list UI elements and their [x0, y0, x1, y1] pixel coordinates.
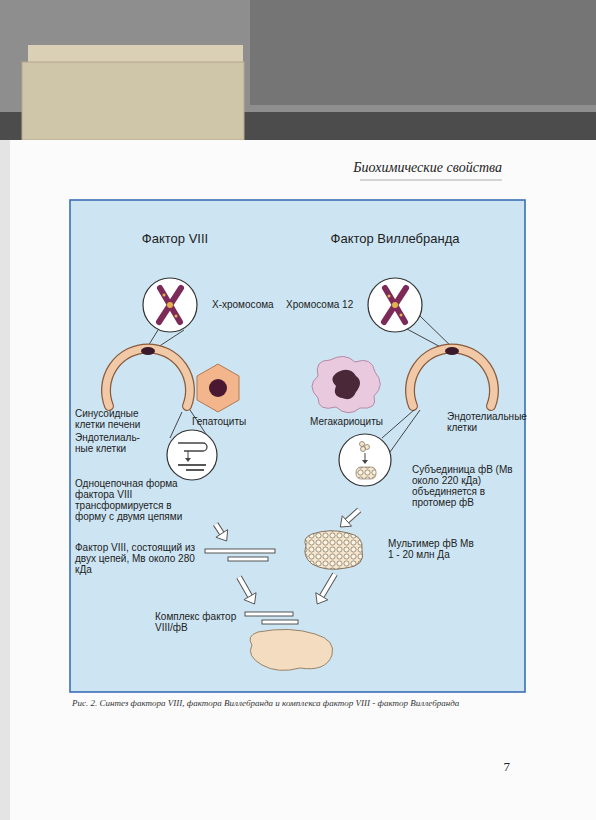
cell-label: Эндотелиальные клетки [447, 411, 524, 433]
arrow-shaft [239, 577, 250, 596]
process-note: Субъединица фВ (Мв около 220 кДа) объеди… [337, 432, 522, 508]
node-text: Одноцепочная форма фактора VIII трансфор… [75, 478, 193, 522]
chromosome-label: X-хромосома [212, 299, 292, 310]
hollow-arrow [316, 574, 335, 604]
cell-label: Синусоидные клетки печени [75, 408, 149, 430]
page-number: 7 [480, 760, 510, 775]
cell-label-box: Эндотелиальные клетки [447, 411, 524, 433]
hollow-arrow [239, 577, 256, 604]
scan-background [0, 0, 596, 145]
arrow-shaft [322, 574, 335, 596]
node-text: Мультимер фВ Мв 1 - 20 млн Да [388, 538, 474, 560]
arrow-shaft [216, 524, 222, 533]
arrow-shaft [239, 577, 250, 596]
arrow-head [316, 593, 328, 604]
cell-label-box: Синусоидные клетки печени [75, 408, 149, 430]
column-title-box: Фактор VIII [115, 232, 235, 247]
chromosome-label-box: X-хромосома [212, 299, 292, 310]
cell-label-box: Эндотелиаль- ные клетки [75, 432, 147, 454]
column-title: Фактор Виллебранда [310, 232, 480, 247]
hollow-arrow [340, 510, 359, 527]
factor-viii-two-chains [205, 549, 275, 561]
figure-caption-box: Рис. 2. Синтез фактора VIII, фактора Вил… [72, 698, 527, 708]
arrow-shaft [347, 510, 359, 521]
magnifier-vwf [339, 434, 391, 486]
node-text: Комплекс фактор VIII/фВ [155, 611, 240, 633]
cell-label: Мегакариоциты [310, 416, 400, 427]
running-header: Биохимические свойства [340, 160, 502, 176]
hepatocyte [197, 364, 239, 412]
chromosome-label-box: Хромосома 12 [286, 299, 364, 310]
arrow-shaft [216, 524, 222, 533]
chromosome-12 [368, 278, 456, 351]
scan-background [250, 0, 596, 105]
process-note: Фактор VIII, состоящий из двух цепей, Мв… [75, 542, 280, 575]
arrow-shaft [347, 510, 359, 521]
diagram-panel [70, 200, 525, 692]
process-note: Одноцепочная форма фактора VIII трансфор… [75, 436, 223, 522]
process-note: Мультимер фВ Мв 1 - 20 млн Да [300, 528, 475, 572]
figure-caption: Рис. 2. Синтез фактора VIII, фактора Вил… [72, 698, 527, 708]
node-text: Субъединица фВ (Мв около 220 кДа) объеди… [412, 464, 520, 508]
cell-label: Эндотелиаль- ные клетки [75, 432, 147, 454]
arrow-head [340, 516, 351, 527]
vwf-multimer [305, 531, 363, 570]
arrow-head [216, 530, 228, 541]
column-title-box: Фактор Виллебранда [310, 232, 480, 247]
factor-viii-vwf-complex [245, 612, 333, 670]
cell-label-box: Гепатоциты [192, 416, 262, 427]
page-paper [0, 140, 596, 820]
arrow-shaft [322, 574, 335, 596]
megakaryocyte [312, 356, 380, 412]
column-title: Фактор VIII [115, 232, 235, 247]
chromosome-label: Хромосома 12 [286, 299, 364, 310]
header-rule [360, 180, 502, 181]
hollow-arrow [216, 524, 228, 541]
arrow-head [244, 593, 256, 604]
node-text: Фактор VIII, состоящий из двух цепей, Мв… [75, 542, 197, 575]
paper-sheet [22, 62, 244, 140]
process-note: Комплекс фактор VIII/фВ [150, 605, 340, 675]
page-number-box: 7 [480, 760, 510, 775]
magnifier-factor-viii [167, 430, 217, 480]
running-header-box: Биохимические свойства [340, 160, 502, 176]
chromosome-x [143, 278, 197, 351]
cell-label-box: Мегакариоциты [310, 416, 400, 427]
page-shadow [0, 140, 10, 820]
endothelial-cell [382, 347, 494, 452]
cell-label: Гепатоциты [192, 416, 262, 427]
